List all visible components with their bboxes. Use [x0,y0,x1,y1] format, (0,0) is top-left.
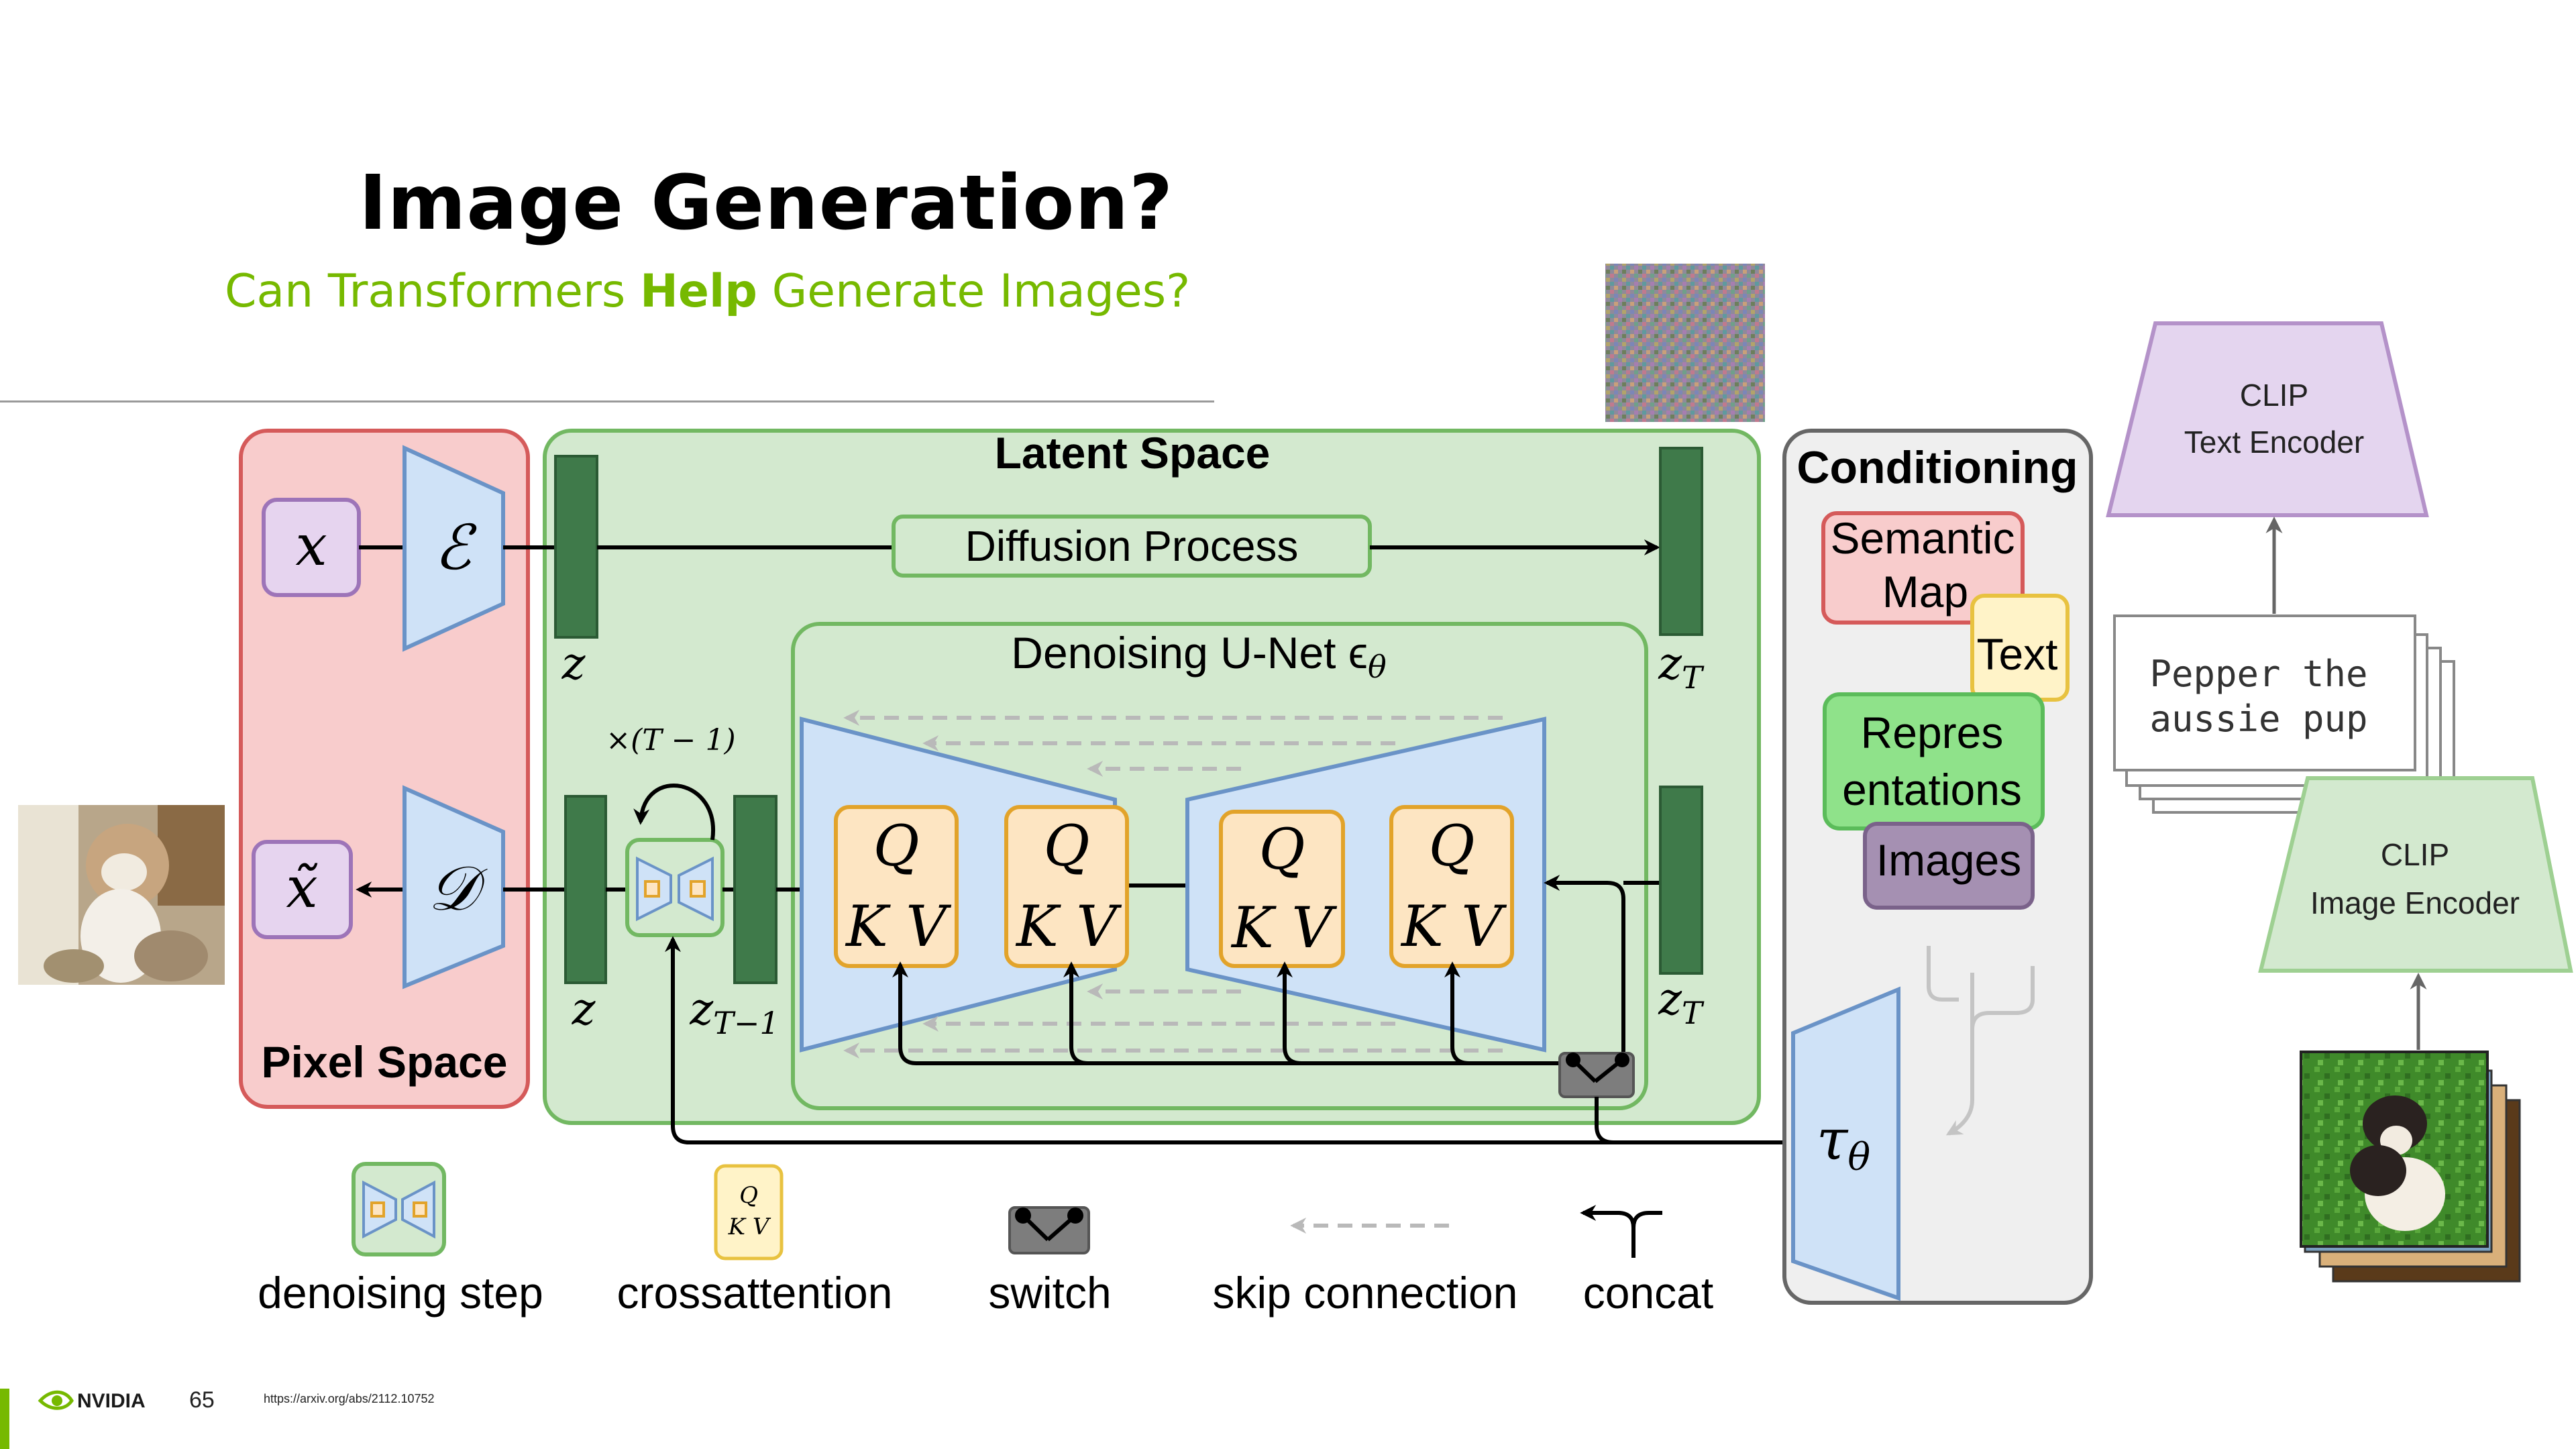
latent-space-panel: Latent Space z Diffusion Process zT z ×(… [503,428,1761,1125]
z-label-top: z [561,638,586,690]
zT1-label: zT−1 [689,983,779,1041]
semantic-map-label-1: Semantic [1830,513,2015,563]
text-label: Text [1976,629,2057,679]
page-number: 65 [189,1387,215,1413]
skip-connections [843,710,1503,1059]
diffusion-process-label: Diffusion Process [965,522,1299,570]
svg-text:Q: Q [1259,816,1305,882]
z-label-bottom: z [572,983,596,1035]
pixel-space-panel: Pixel Space x x̃ ℰ 𝒟 [239,429,530,1109]
legend: denoising step Q K V crossattention swit… [258,1162,1713,1318]
latent-z-bar-bottom [564,795,607,984]
encoder-trapezoid [402,445,505,652]
tau-encoder-trapezoid [1791,986,1900,1301]
legend-denoising-step: denoising step [258,1162,543,1318]
subtitle-start: Can Transformers [225,265,640,318]
images-label: Images [1876,835,2021,885]
semantic-map-label-2: Map [1882,567,1968,616]
svg-text:Image Encoder: Image Encoder [2310,885,2520,920]
svg-text:K V: K V [728,1214,771,1240]
representations-label-2: entations [1842,765,2022,814]
encoder-symbol: ℰ [434,512,477,584]
slide-title: Image Generation? [359,160,1174,247]
svg-text:concat: concat [1583,1268,1713,1318]
svg-text:Text Encoder: Text Encoder [2184,425,2364,460]
svg-text:K V: K V [845,894,951,959]
svg-text:crossattention: crossattention [617,1268,893,1318]
latent-space-label: Latent Space [995,428,1271,478]
nvidia-wordmark: NVIDIA [77,1390,146,1412]
svg-text:CLIP: CLIP [2240,378,2308,413]
legend-skip-connection: skip connection [1213,1218,1518,1318]
representations-label-1: Repres [1861,708,2004,757]
unet-label: Denoising U-Net ϵθ [1011,628,1386,685]
clip-text-encoder: CLIP Text Encoder [2106,321,2429,517]
conditioning-merge-lines [1927,946,2035,1136]
switch-element [1558,1052,1635,1098]
subtitle-end: Generate Images? [757,265,1191,318]
title-divider [0,400,1214,402]
loop-count-label: ×(T − 1) [606,723,735,757]
nvidia-logo: NVIDIA [38,1390,146,1412]
output-x-box [252,840,353,939]
zT-label-top: zT [1658,638,1705,696]
latent-zT1-bar [733,795,777,984]
latent-zT-bar-bottom [1659,786,1703,975]
input-x-symbol: x [295,513,327,578]
tau-symbol: τθ [1817,1107,1870,1179]
latent-zT-bar-top [1659,447,1703,636]
legend-switch: switch [988,1206,1112,1318]
svg-text:K V: K V [1230,895,1337,961]
svg-text:switch: switch [988,1268,1111,1318]
bulldog-photo [18,805,225,985]
puppy-photo-stack [2300,1051,2521,1283]
conditioning-label: Conditioning [1796,442,2078,493]
svg-text:skip connection: skip connection [1213,1268,1518,1318]
semantic-map-box [1821,511,2025,625]
footer-accent-bar [0,1389,9,1449]
pixel-space-label: Pixel Space [262,1037,508,1087]
subtitle-emphasis: Help [639,265,757,318]
attention-block-3: Q K V [1219,810,1345,968]
clip-image-encoder: CLIP Image Encoder [2258,776,2573,973]
noise-image [1605,264,1765,422]
prompt-line-2: aussie pup [2149,698,2367,740]
attention-block-2: Q K V [1004,805,1129,968]
prompt-line-1: Pepper the [2149,653,2367,695]
images-box [1863,822,2035,910]
svg-text:Q: Q [1429,813,1475,879]
svg-text:CLIP: CLIP [2381,837,2449,872]
attention-block-4: Q K V [1389,805,1514,968]
zT-label-bottom: zT [1658,973,1705,1031]
svg-text:K V: K V [1015,894,1122,959]
latent-z-bar [554,455,598,639]
conditioning-panel: Conditioning Semantic Map Text Repres en… [1782,429,2093,1305]
legend-concat: concat [1580,1205,1713,1318]
svg-text:denoising step: denoising step [258,1268,543,1318]
output-x-symbol: x̃ [286,855,317,920]
slide-subtitle: Can Transformers Help Generate Images? [225,265,1190,318]
svg-text:K V: K V [1400,894,1507,959]
source-url[interactable]: https://arxiv.org/abs/2112.10752 [264,1392,435,1405]
svg-text:Q: Q [873,813,920,879]
svg-text:Q: Q [739,1182,758,1209]
legend-crossattention: Q K V crossattention [617,1164,893,1318]
decoder-trapezoid [402,785,505,989]
svg-text:Q: Q [1044,813,1090,879]
attention-block-1: Q K V [834,805,959,968]
